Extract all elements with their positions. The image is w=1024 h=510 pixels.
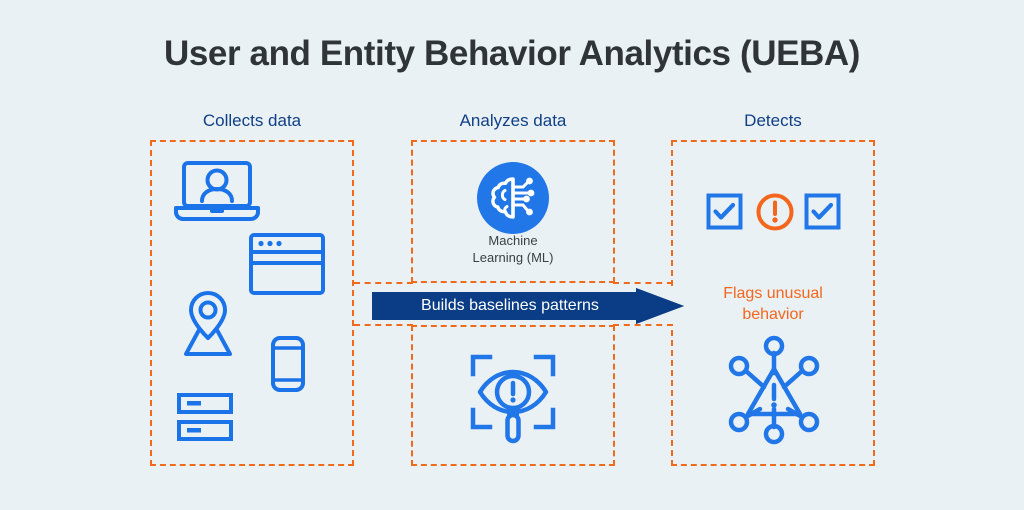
column-header-detects: Detects	[744, 111, 802, 130]
ml-caption-line1: Machine	[488, 233, 538, 248]
laptop-user-icon	[173, 160, 261, 222]
server-rack-icon	[176, 392, 234, 442]
checkbox-checked-icon	[706, 193, 743, 230]
flags-line2: behavior	[742, 306, 804, 323]
machine-learning-caption: Machine Learning (ML)	[440, 232, 586, 266]
mobile-phone-icon	[270, 335, 306, 393]
connector-col2-col3-top	[613, 282, 673, 284]
page-title: User and Entity Behavior Analytics (UEBA…	[163, 34, 861, 73]
column-header-collects: Collects data	[202, 111, 302, 130]
map-location-pin-icon	[180, 290, 236, 358]
network-anomaly-icon	[726, 335, 822, 445]
machine-learning-brain-icon	[477, 162, 549, 234]
connector-col2-col3-bottom	[613, 324, 673, 326]
analyzes-data-upper-box	[411, 140, 615, 283]
connector-col1-col2-bottom	[354, 324, 413, 326]
browser-window-icon	[248, 232, 326, 296]
collects-data-box	[150, 140, 354, 466]
eye-magnifier-alert-icon	[469, 352, 557, 446]
connector-col1-col2-top	[354, 282, 413, 284]
ml-caption-line2: Learning (ML)	[472, 250, 554, 265]
alert-circle-icon	[756, 193, 794, 231]
flags-unusual-behavior-text: Flags unusual behavior	[690, 283, 856, 325]
column-header-analyzes: Analyzes data	[459, 111, 567, 130]
analyzes-data-lower-box	[411, 325, 615, 466]
flags-line1: Flags unusual	[723, 285, 823, 302]
checkbox-checked-icon-2	[804, 193, 841, 230]
builds-baselines-arrow	[372, 288, 684, 324]
